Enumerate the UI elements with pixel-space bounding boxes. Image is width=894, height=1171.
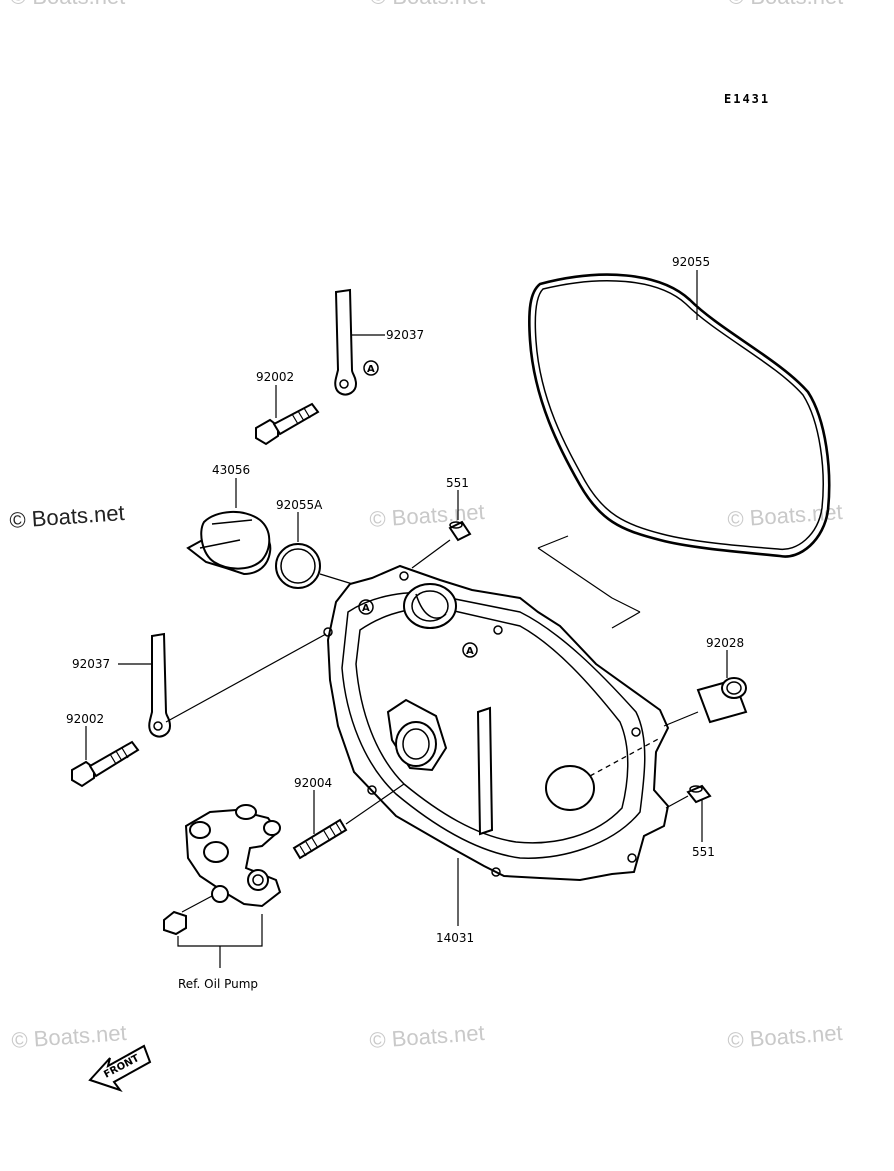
ref-marker: A — [362, 603, 370, 614]
ref-marker: A — [367, 364, 375, 375]
credit-text: © Boats.net — [9, 500, 126, 533]
strap-left — [148, 632, 172, 738]
filler-cap — [186, 510, 272, 576]
label-dowel-top: 551 — [446, 476, 469, 490]
strap-top — [334, 288, 358, 396]
label-bolt-top: 92002 — [256, 370, 294, 384]
o-ring — [275, 543, 321, 589]
bolt-top — [255, 402, 320, 446]
ref-marker-circle — [358, 599, 374, 615]
bolt-left — [71, 740, 140, 788]
watermark-text: © Boats.net — [727, 1020, 844, 1053]
dowel-top — [448, 520, 472, 542]
watermark-text: © Boats.net — [10, 0, 125, 9]
label-o-ring: 92055A — [276, 498, 323, 512]
watermark-text: © Boats.net — [11, 1020, 128, 1053]
label-bolt-left: 92002 — [66, 712, 104, 726]
ref-marker: A — [466, 646, 474, 657]
label-cover: 14031 — [436, 931, 474, 945]
watermark-text: © Boats.net — [369, 1020, 486, 1053]
stud — [292, 818, 348, 860]
label-cap: 43056 — [212, 463, 250, 477]
watermark-text: © Boats.net — [370, 0, 485, 9]
label-gasket-large: 92055 — [672, 255, 710, 269]
diagram-code: E1431 — [724, 92, 770, 106]
gasket-large — [528, 273, 831, 558]
watermark-text: © Boats.net — [369, 499, 486, 532]
ref-marker-circle — [363, 360, 379, 376]
watermarks: © Boats.net © Boats.net © Boats.net © Bo… — [10, 0, 843, 1053]
bushing — [696, 677, 748, 724]
label-bushing: 92028 — [706, 636, 744, 650]
engine-cover — [323, 564, 670, 882]
oil-pump — [184, 804, 282, 908]
nut — [163, 910, 187, 936]
front-arrow-icon: FRONT — [88, 1044, 152, 1092]
label-strap-top: 92037 — [386, 328, 424, 342]
label-ref-oil-pump: Ref. Oil Pump — [178, 977, 258, 991]
watermark-text: © Boats.net — [728, 0, 843, 9]
label-stud: 92004 — [294, 776, 332, 790]
dowel-right — [686, 784, 712, 804]
label-strap-left: 92037 — [72, 657, 110, 671]
ref-marker-circle — [462, 642, 478, 658]
label-dowel-right: 551 — [692, 845, 715, 859]
